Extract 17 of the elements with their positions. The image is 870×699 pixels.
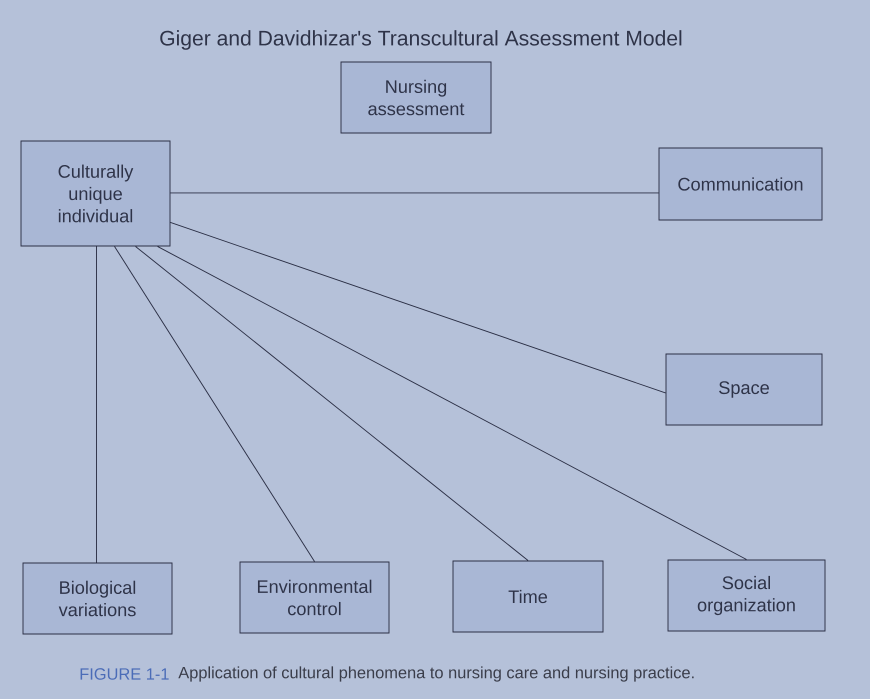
connector-line — [170, 192, 659, 194]
process-box: Social organization — [668, 560, 826, 632]
title: Giger and Davidhizar's Transcultural Assessment Model — [160, 30, 682, 50]
connector-line — [96, 246, 97, 563]
caption: Application of cultural phenomena to nursing care and nursing practice. — [178, 666, 694, 682]
figure-number: FIGURE 1-1 — [80, 668, 169, 680]
connector-line — [135, 246, 528, 561]
connector-line — [170, 222, 666, 394]
process-box: Space — [666, 354, 822, 426]
connector-line — [114, 246, 315, 562]
connector-line — [157, 246, 747, 560]
process-box: Communication — [658, 148, 822, 220]
process-box: Biological variations — [22, 562, 172, 634]
process-box: Environmental control — [240, 562, 390, 634]
process-box: Culturally unique individual — [20, 140, 170, 246]
process-box: Time — [452, 560, 604, 632]
process-box: Nursing assessment — [340, 62, 492, 134]
